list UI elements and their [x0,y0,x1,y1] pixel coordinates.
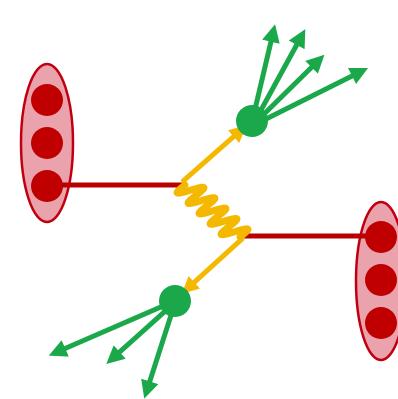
left-hadron [21,64,73,222]
upper-hadronization-vertex [236,105,268,137]
quark [31,84,63,116]
quark [365,264,397,296]
lower-hadronization-vertex [159,285,191,317]
right-hadron [356,202,398,360]
lower-jet [57,285,191,390]
outgoing-parton-arrow-up [182,131,240,182]
outgoing-parton-arrow-down [188,238,243,288]
right-hadron-quarks [365,221,397,339]
jet-particle [258,61,318,120]
gluon-exchange [177,185,248,237]
quark [31,170,63,202]
quark [365,221,397,253]
left-hadron-quarks [31,84,63,202]
quark [365,307,397,339]
quark [31,127,63,159]
jet-particle [57,303,170,352]
upper-jet [236,33,360,137]
